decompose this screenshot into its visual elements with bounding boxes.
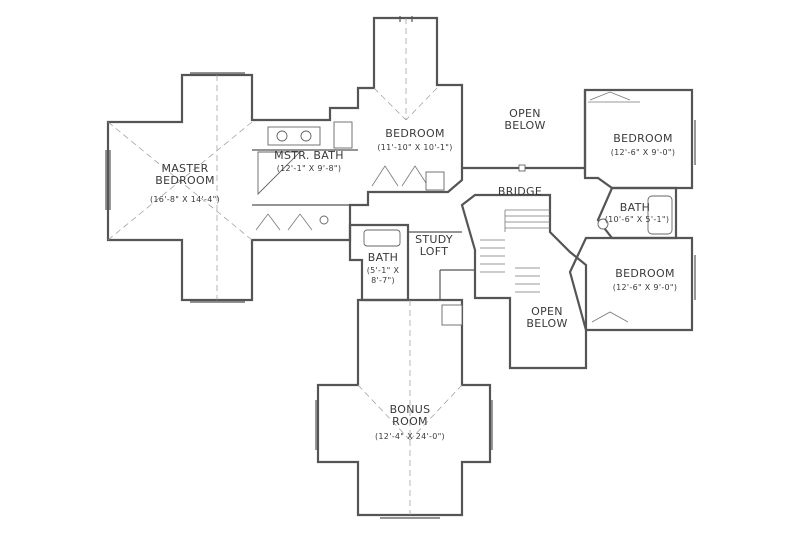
bonus-room-name-line2: ROOM [392,415,428,428]
bath-east-dims: (10'-6" X 5'-1") [604,215,670,224]
bedroom-se-walls [568,236,696,332]
bonus-room-label: BONUS ROOM [372,404,448,428]
bedroom-ne-dims: (12'-6" X 9'-0") [610,148,676,157]
open-below-top-line2: BELOW [504,119,546,132]
bedroom-se-name: BEDROOM [615,267,675,280]
master-bedroom-dims: (16'-8" X 14'-4") [150,195,220,204]
study-loft-label: STUDY LOFT [406,234,462,258]
bath-center-dims: (5'-1" X 8'-7") [356,266,410,286]
bath-center-dims-line1: (5'-1" X [366,266,400,275]
bonus-room-name-line1: BONUS [389,403,431,416]
master-bedroom-name-line1: MASTER [161,162,209,175]
bonus-room-walls [315,298,493,519]
open-below-top-label: OPEN BELOW [490,108,560,132]
bonus-room-dims: (12'-4" X 24'-0") [375,432,445,441]
stairs-walls [460,193,588,370]
bridge-label: BRIDGE [497,185,543,198]
open-below-bottom-label: OPEN BELOW [512,306,582,330]
bath-center-name: BATH [367,251,399,264]
master-bath-walls [252,121,358,231]
open-below-top-line1: OPEN [509,107,541,120]
study-loft-line1: STUDY [415,233,453,246]
study-loft-line2: LOFT [419,245,449,258]
master-bath-name: MSTR. BATH [274,149,344,162]
center-bedroom-name: BEDROOM [385,127,445,140]
bridge-walls [462,90,587,175]
master-bath-dims: (12'-1" X 9'-8") [276,164,342,173]
bedroom-se-dims: (12'-6" X 9'-0") [612,283,678,292]
center-bedroom-walls [371,16,445,191]
bath-center-dims-line2: 8'-7") [371,276,395,285]
bath-east-name: BATH [619,201,651,214]
master-bedroom-label: MASTER BEDROOM [140,163,230,187]
open-below-bottom-line2: BELOW [526,317,568,330]
master-bedroom-name-line2: BEDROOM [155,174,215,187]
open-below-bottom-line1: OPEN [531,305,563,318]
center-bedroom-dims: (11'-10" X 10'-1") [377,143,453,152]
bedroom-ne-name: BEDROOM [613,132,673,145]
master-bedroom-walls [105,16,464,303]
